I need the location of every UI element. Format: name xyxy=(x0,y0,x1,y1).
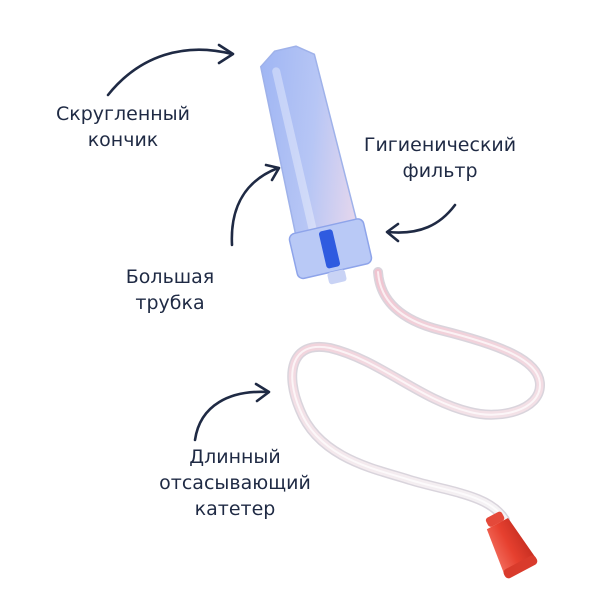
catheter-nozzle xyxy=(485,511,538,579)
label-big-tube-line1: Большая xyxy=(125,266,215,288)
label-suction-catheter-line2: отсасывающий xyxy=(159,472,311,494)
big-tube xyxy=(259,45,373,285)
hygienic-filter xyxy=(318,229,340,269)
label-suction-catheter: Длинный отсасывающий катетер xyxy=(120,444,350,522)
arrow-tip xyxy=(106,43,235,97)
label-hygienic-filter: Гигиенический фильтр xyxy=(330,132,550,184)
label-suction-catheter-line1: Длинный xyxy=(189,446,281,468)
arrow-filter xyxy=(385,203,457,243)
label-suction-catheter-line3: катетер xyxy=(194,498,276,520)
arrow-catheter xyxy=(193,382,271,442)
label-hygienic-filter-line1: Гигиенический xyxy=(363,134,517,156)
label-rounded-tip: Скругленный кончик xyxy=(28,101,218,153)
arrow-tube xyxy=(230,163,281,247)
label-rounded-tip-line2: кончик xyxy=(87,129,159,151)
label-hygienic-filter-line2: фильтр xyxy=(402,160,478,182)
label-big-tube-line2: трубка xyxy=(135,292,205,314)
catheter-hose xyxy=(287,267,546,525)
label-big-tube: Большая трубка xyxy=(100,264,240,316)
label-rounded-tip-line1: Скругленный xyxy=(55,103,191,125)
